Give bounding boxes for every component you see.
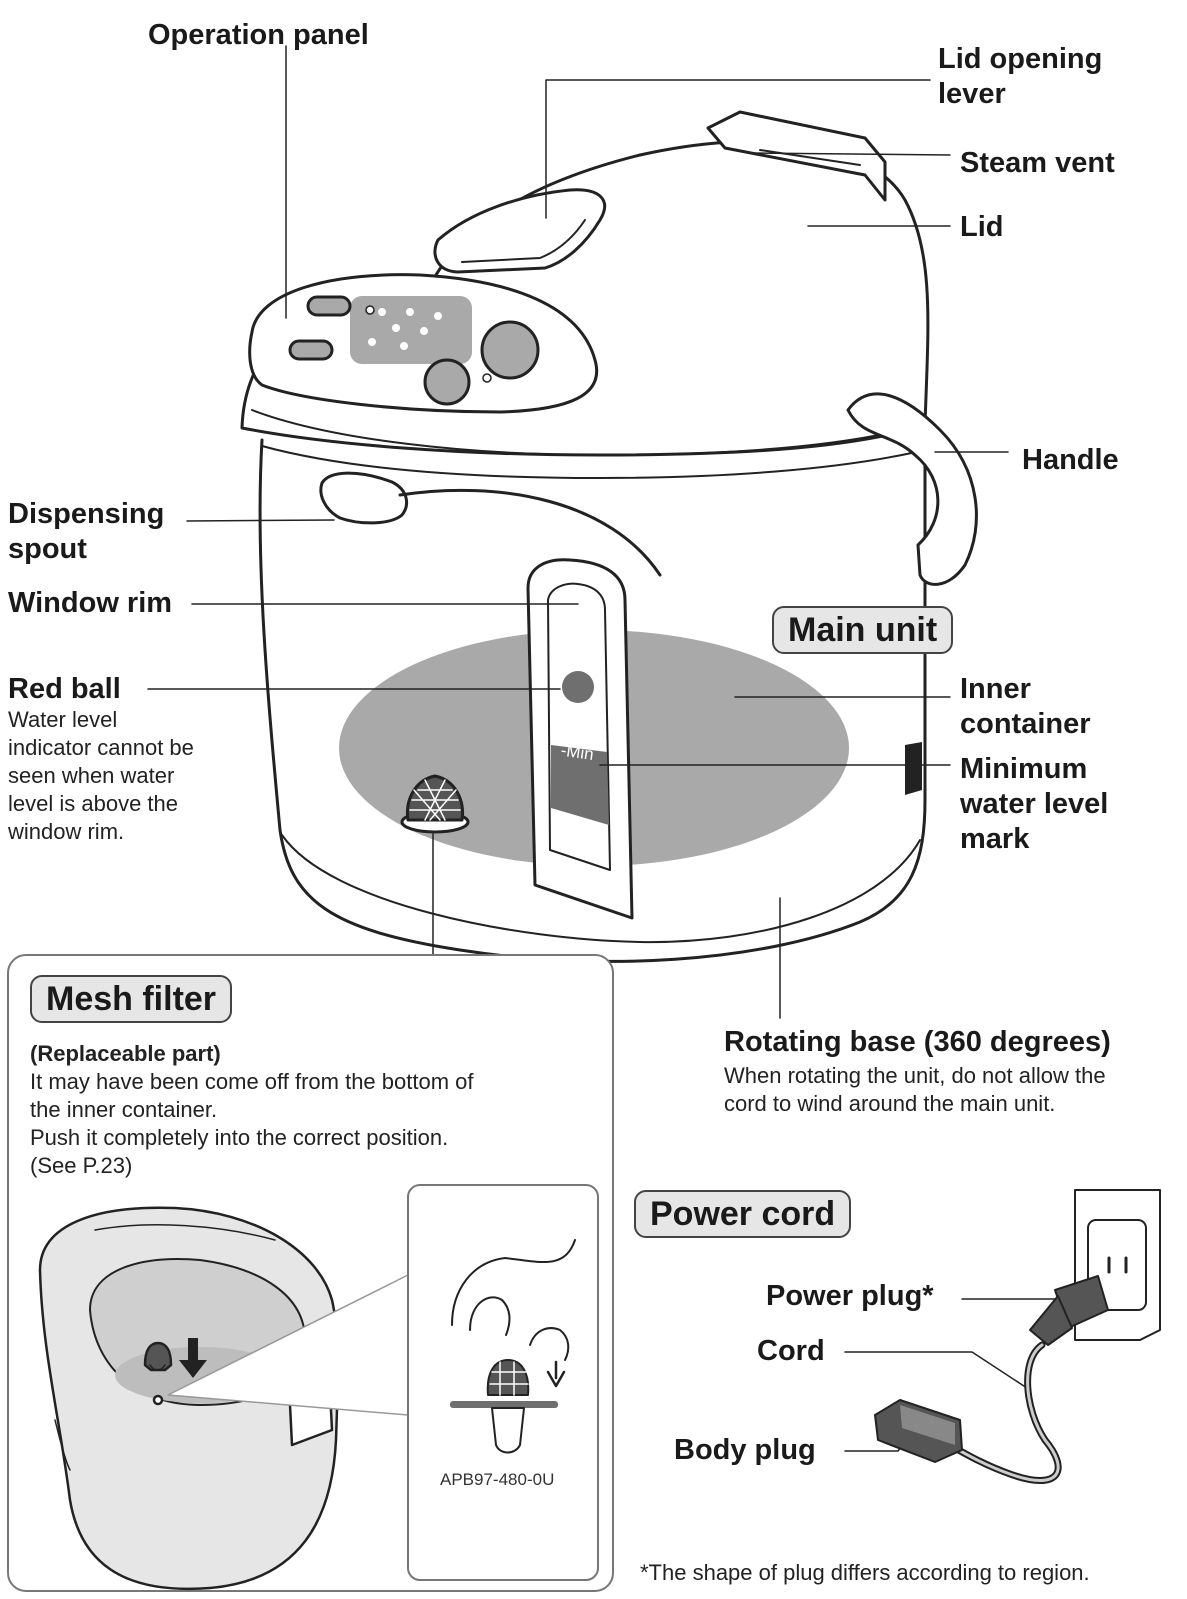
label-minimum-water-level-mark: Minimum water level mark bbox=[960, 753, 1109, 855]
label-operation-panel: Operation panel bbox=[148, 19, 369, 51]
label-window-rim: Window rim bbox=[8, 587, 173, 619]
min-mark-text: -Min bbox=[560, 741, 595, 764]
lid-opening-lever bbox=[433, 188, 607, 274]
red-ball bbox=[562, 671, 594, 703]
label-body-plug: Body plug bbox=[674, 1434, 816, 1466]
mesh-filter-text: It may have been come off from the botto… bbox=[30, 1069, 474, 1178]
label-handle: Handle bbox=[1022, 444, 1119, 476]
handle bbox=[846, 392, 978, 586]
label-power-plug: Power plug* bbox=[766, 1280, 934, 1312]
window-rim bbox=[526, 558, 634, 920]
label-cord: Cord bbox=[757, 1335, 825, 1367]
mesh-filter-subtitle: (Replaceable part) bbox=[30, 1041, 221, 1066]
mesh-filter-panel bbox=[7, 954, 614, 1592]
label-dispensing-spout: Dispensing spout bbox=[8, 498, 165, 565]
label-lid: Lid bbox=[960, 211, 1004, 243]
operation-panel bbox=[248, 273, 599, 414]
footnote: *The shape of plug differs according to … bbox=[640, 1560, 1090, 1585]
label-rotating-base: Rotating base (360 degrees) bbox=[724, 1026, 1111, 1058]
badge-main-unit: Main unit bbox=[772, 606, 954, 654]
label-lid-opening-lever: Lid opening lever bbox=[938, 43, 1103, 110]
mesh-filter-on-unit bbox=[400, 774, 470, 834]
label-red-ball: Red ball bbox=[8, 673, 121, 705]
badge-mesh-filter: Mesh filter bbox=[30, 975, 233, 1023]
rotating-base-note: When rotating the unit, do not allow the… bbox=[724, 1063, 1106, 1116]
part-number: APB97-480-0U bbox=[440, 1470, 555, 1489]
leader-lines bbox=[147, 45, 1066, 1452]
label-steam-vent: Steam vent bbox=[960, 147, 1115, 179]
power-cord-illustration bbox=[874, 1189, 1161, 1484]
label-inner-container: Inner container bbox=[960, 673, 1091, 740]
dispensing-spout bbox=[319, 471, 409, 525]
red-ball-note: Water level indicator cannot be seen whe… bbox=[8, 707, 194, 844]
badge-power-cord: Power cord bbox=[634, 1190, 852, 1238]
